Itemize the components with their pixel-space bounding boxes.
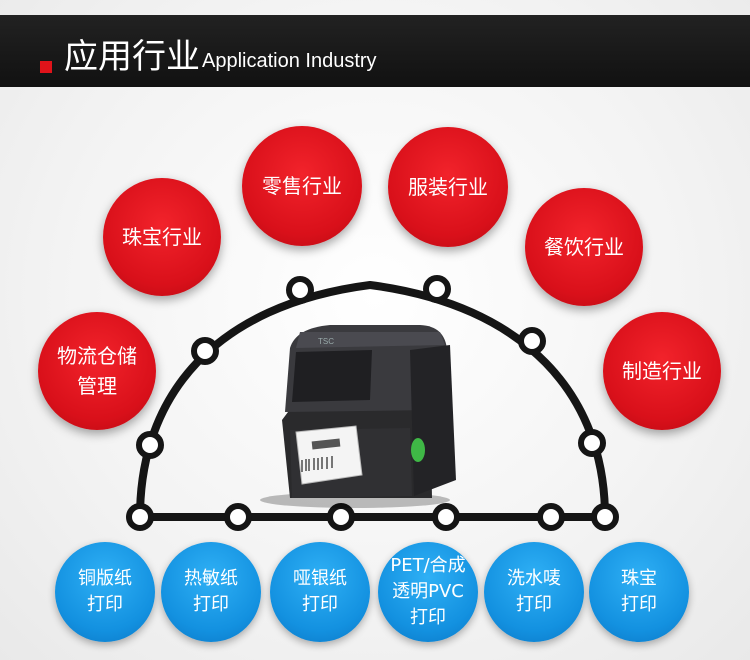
media-label: PET/合成 透明PVC 打印 [390, 555, 466, 628]
connector-node [432, 503, 460, 531]
media-label: 珠宝 打印 [621, 568, 657, 615]
connector-node [578, 429, 606, 457]
header-bar: 应用行业 Application Industry [0, 15, 750, 87]
media-label: 热敏纸 打印 [184, 568, 238, 615]
page-subtitle: Application Industry [202, 50, 377, 72]
page-title: 应用行业 [64, 37, 200, 77]
connector-node [136, 431, 164, 459]
industry-label: 制造行业 [622, 359, 702, 383]
industry-bubble: 餐饮行业 [525, 188, 643, 306]
media-label: 铜版纸 打印 [78, 568, 132, 615]
industry-label: 珠宝行业 [122, 225, 202, 249]
industry-bubble: 服装行业 [388, 127, 508, 247]
industry-label: 餐饮行业 [544, 235, 624, 259]
header-square-icon [40, 61, 52, 73]
industry-bubble: 珠宝行业 [103, 178, 221, 296]
arc-connector [136, 280, 609, 518]
connector-node [423, 275, 451, 303]
industry-bubble: 制造行业 [603, 312, 721, 430]
printer-brand-text: TSC [318, 337, 334, 346]
connector-node [224, 503, 252, 531]
media-bubble: 洗水唛 打印 [484, 542, 584, 642]
connector-node [537, 503, 565, 531]
connector-node [286, 276, 314, 304]
connector-node [591, 503, 619, 531]
media-label: 洗水唛 打印 [507, 568, 561, 615]
industry-label: 物流仓储 管理 [57, 344, 137, 398]
label-printer-icon: TSC [260, 325, 456, 508]
connector-node [518, 327, 546, 355]
media-bubble: 哑银纸 打印 [270, 542, 370, 642]
connector-node [191, 337, 219, 365]
media-bubble: 珠宝 打印 [589, 542, 689, 642]
media-bubble: 热敏纸 打印 [161, 542, 261, 642]
industry-bubble: 物流仓储 管理 [38, 312, 156, 430]
media-bubble: PET/合成 透明PVC 打印 [378, 542, 478, 642]
media-bubble: 铜版纸 打印 [55, 542, 155, 642]
connector-nodes [126, 275, 619, 531]
connector-node [327, 503, 355, 531]
industry-label: 服装行业 [408, 175, 488, 199]
connector-node [126, 503, 154, 531]
industry-bubble: 零售行业 [242, 126, 362, 246]
media-label: 哑银纸 打印 [293, 568, 347, 615]
industry-label: 零售行业 [262, 174, 342, 198]
